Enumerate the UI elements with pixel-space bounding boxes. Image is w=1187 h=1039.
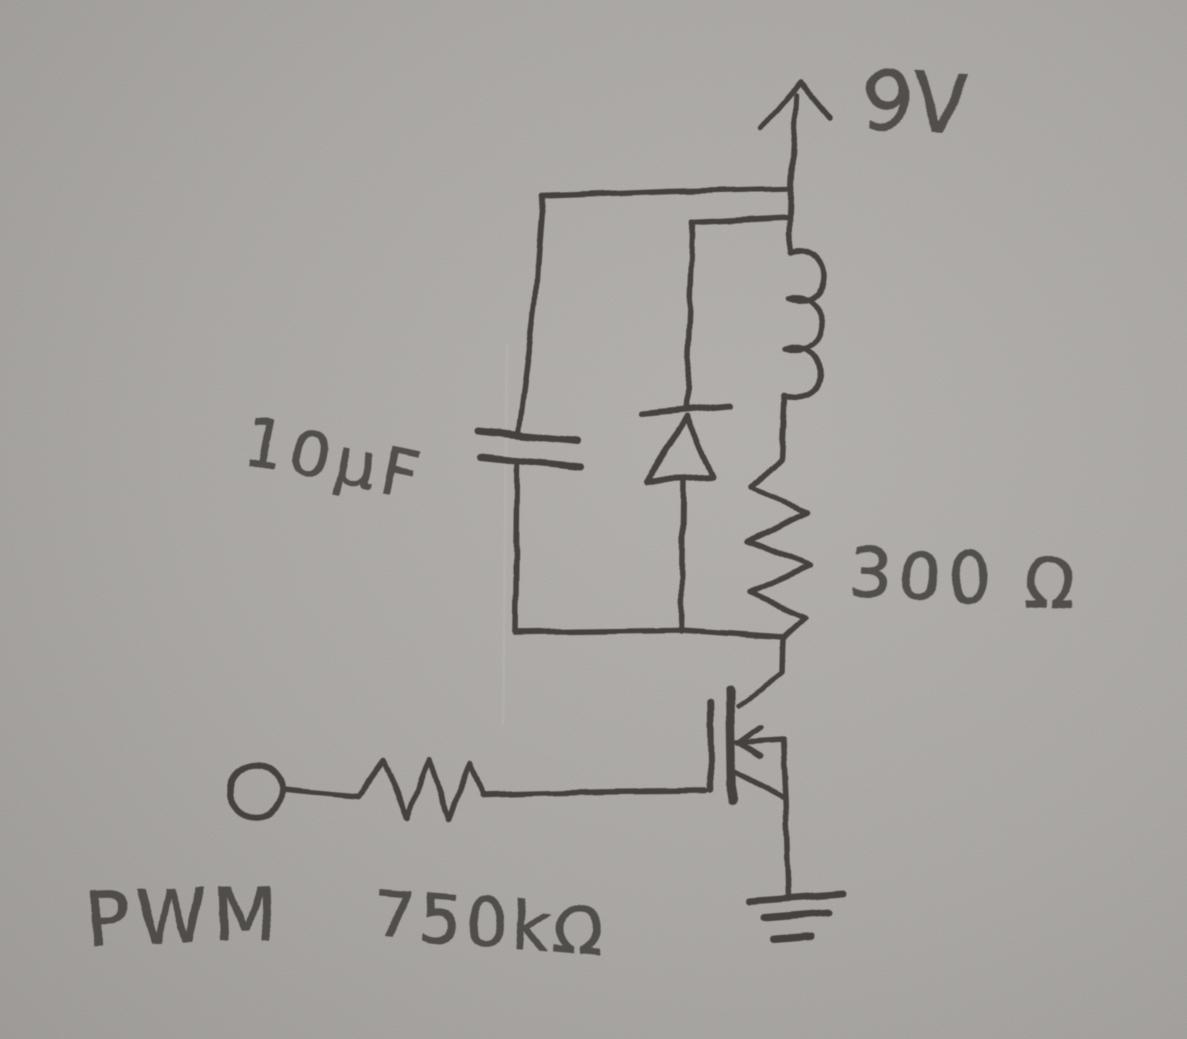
diode-bottom-wire [678, 476, 686, 634]
supply-arrowhead-icon [758, 79, 833, 131]
paper-crease [501, 344, 509, 726]
inductor-coil [781, 247, 828, 402]
pwm-input-label: PWM [84, 871, 284, 964]
gate-resistor-symbol [354, 757, 486, 822]
filter-capacitor-symbol [473, 427, 585, 635]
ground-symbol [746, 890, 846, 944]
ink-layer: 9V 10µF 300 Ω PWM 750kΩ [83, 54, 1085, 973]
ground-bar-1 [746, 890, 846, 905]
top-wires [516, 185, 793, 435]
mosfet-arrow-icon [737, 724, 765, 759]
pwm-wire [280, 786, 360, 799]
diode-branch-left-wire [683, 220, 696, 412]
flyback-diode-symbol [638, 403, 734, 634]
supply-voltage-label: 9V [859, 54, 970, 152]
load-resistor-symbol [745, 457, 813, 641]
ground-bar-2 [760, 909, 833, 922]
mosfet-channel-bar [725, 684, 737, 805]
mosfet-drain-lead [736, 634, 786, 708]
gate-wire [480, 788, 709, 798]
capacitor-branch-left-wire [516, 193, 546, 435]
diode-branch-top-wire [690, 215, 792, 226]
mosfet-symbol [706, 634, 792, 900]
gate-network [226, 757, 709, 822]
mosfet-source-lead [728, 766, 792, 900]
inductor-symbol [778, 247, 828, 463]
diode-triangle [643, 414, 716, 483]
bottom-junction-wire [512, 627, 786, 640]
capacitor-branch-top-wire [540, 185, 793, 199]
load-resistor-value-label: 300 Ω [847, 534, 1084, 625]
capacitor-bottom-plate [477, 453, 585, 471]
mosfet-gate-bar [706, 697, 715, 794]
capacitor-top-plate [473, 427, 581, 445]
inductor-bottom-wire [778, 393, 787, 463]
diode-cathode-bar [638, 403, 734, 417]
mosfet-body-line [735, 737, 789, 801]
ground-bar-3 [770, 933, 816, 944]
capacitor-bottom-wire [512, 462, 520, 635]
